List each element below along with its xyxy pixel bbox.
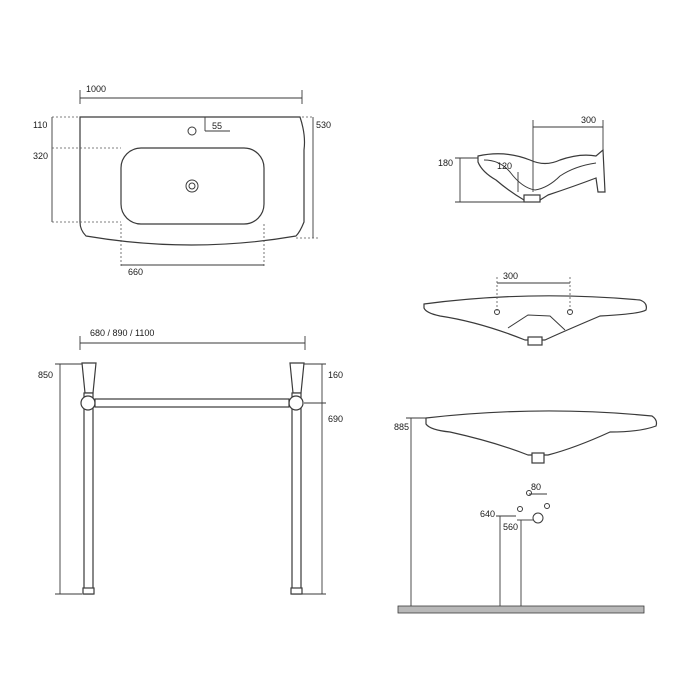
dim-label-lower-section: 690 [328, 414, 343, 424]
side-view: 300 180 120 [438, 115, 606, 203]
install-basin-outline [425, 410, 658, 456]
supply-hole [517, 506, 523, 512]
top-view-drain [185, 179, 199, 193]
frame-right-top-cap [289, 362, 305, 394]
waste-hole-right [544, 503, 550, 509]
install-waste-pipe [531, 452, 545, 464]
side-view-bowl-curve [483, 159, 597, 191]
frame-left-joint [80, 395, 96, 411]
frame-left-foot [82, 587, 95, 595]
front-view: 300 [423, 271, 647, 346]
top-view-bowl [120, 147, 265, 225]
dim-label-side-height: 180 [438, 158, 453, 168]
top-view-tap-hole [187, 126, 197, 136]
waste-hole-main [532, 512, 544, 524]
floor [397, 605, 645, 614]
waste-hole-top [526, 490, 532, 496]
dim-label-width: 1000 [86, 84, 106, 94]
dim-label-frame-width: 680 / 890 / 1100 [90, 328, 154, 338]
frame-right-joint [288, 395, 304, 411]
frame-left-leg [83, 392, 94, 595]
dim-label-waste-spacing: 80 [531, 482, 541, 492]
dim-label-supply-height: 640 [480, 509, 495, 519]
side-view-profile [477, 148, 606, 201]
top-view-drain-inner [188, 182, 196, 190]
front-view-basin-outline [423, 295, 647, 341]
side-view-waste-pipe [523, 194, 541, 203]
front-view-bowl-curve [507, 314, 566, 331]
frame-left-top-cap [81, 362, 97, 394]
install-view: 80 885 640 560 [394, 410, 658, 614]
frame-crossbar [94, 398, 290, 408]
front-view-waste-pipe [527, 336, 543, 346]
frame-right-leg [291, 392, 302, 595]
frame-view: 680 / 890 / 1100 850 160 690 [38, 328, 343, 595]
dim-label-top-section: 160 [328, 370, 343, 380]
dim-label-side-depth: 300 [581, 115, 596, 125]
dim-label-basin-width: 660 [128, 267, 143, 277]
top-view: 1000 110 320 530 55 660 [33, 84, 331, 277]
dim-label-basin-depth: 320 [33, 151, 48, 161]
dim-label-hole-spacing: 300 [503, 271, 518, 281]
dim-label-trap-offset: 120 [497, 161, 512, 171]
dim-label-frame-height: 850 [38, 370, 53, 380]
frame-right-foot [290, 587, 303, 595]
dim-label-rim-height: 885 [394, 422, 409, 432]
dim-label-waste-height: 560 [503, 522, 518, 532]
dim-label-tap-offset: 55 [212, 121, 222, 131]
dim-label-overall-depth: 530 [316, 120, 331, 130]
dim-label-top-offset: 110 [33, 120, 47, 130]
